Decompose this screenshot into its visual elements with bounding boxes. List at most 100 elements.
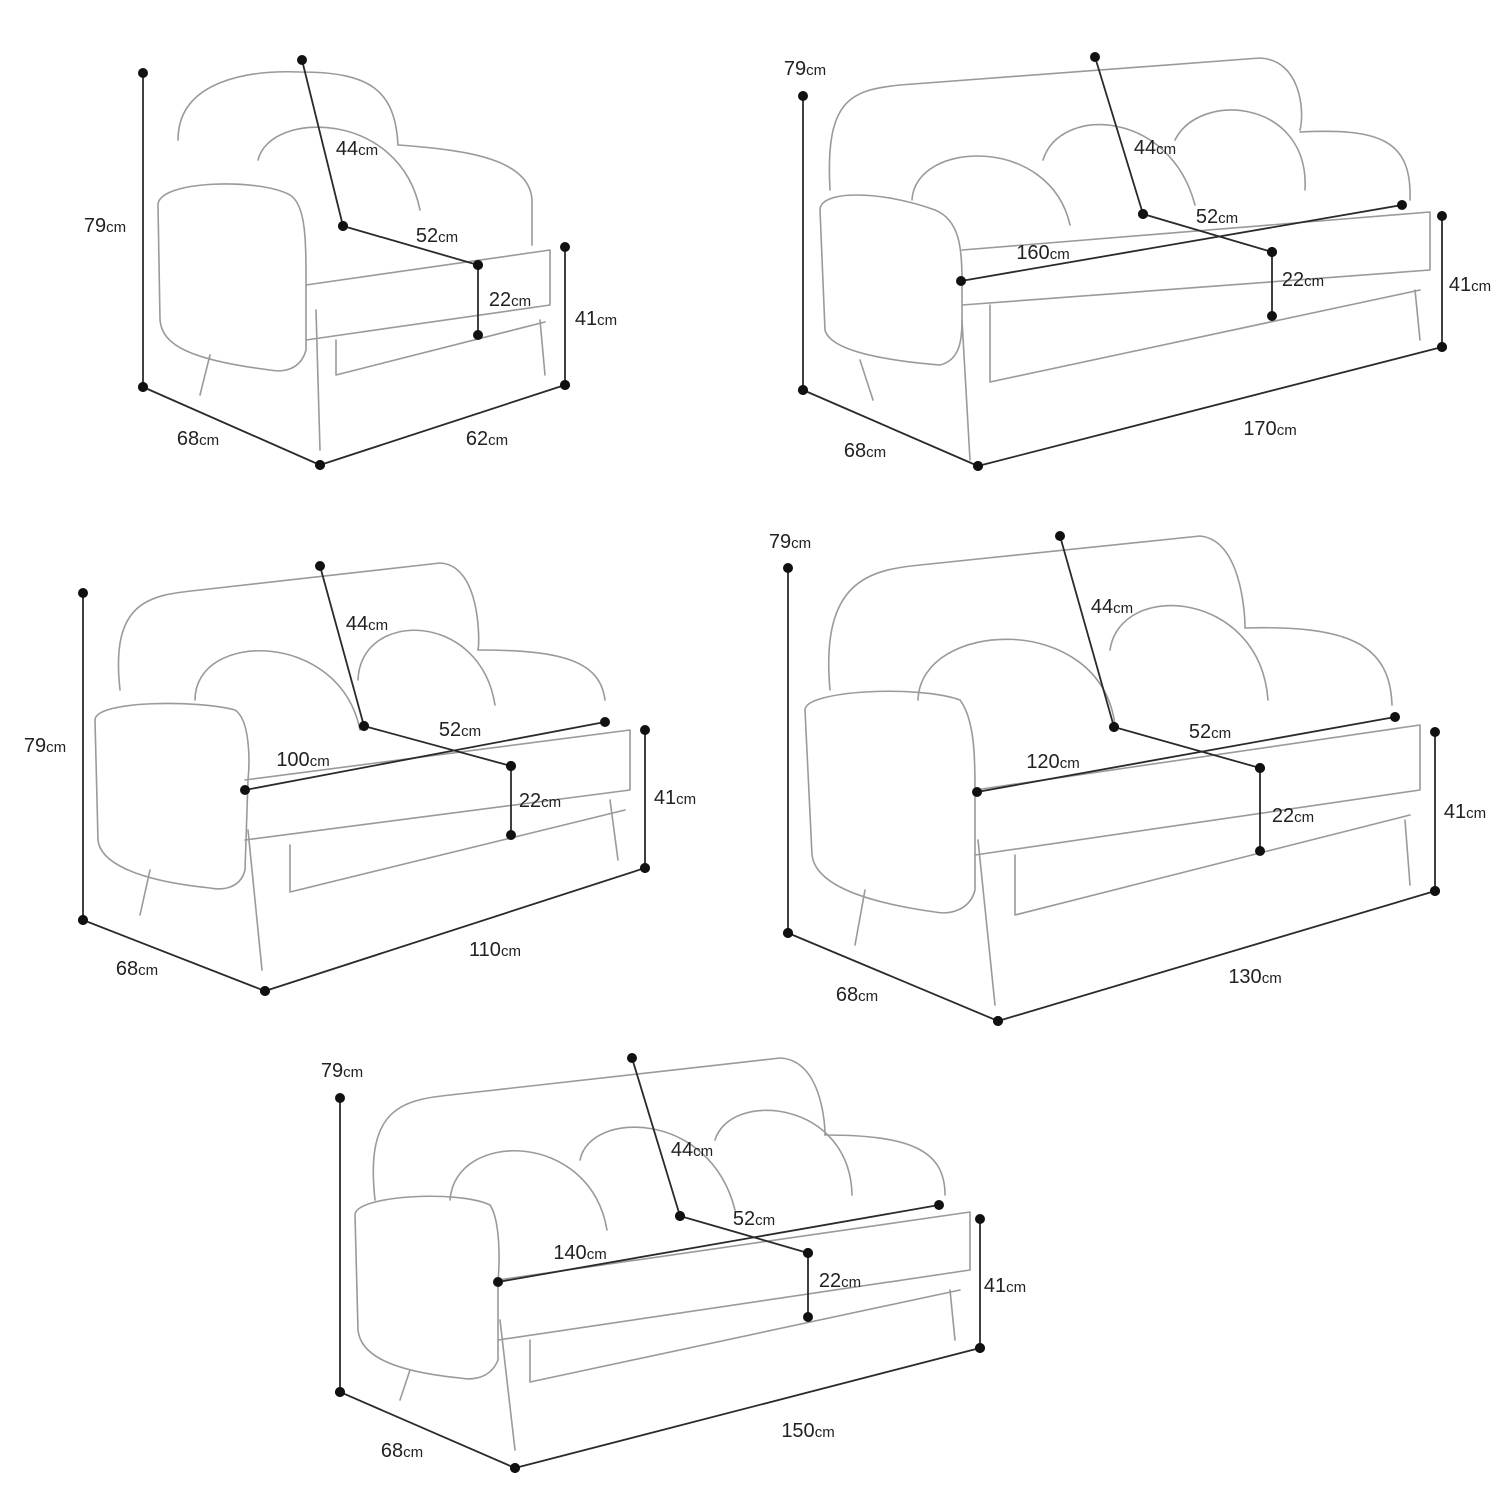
dimension-label: 68cm bbox=[836, 984, 878, 1006]
sofa-outline bbox=[315, 309, 321, 451]
dimension-label: 41cm bbox=[575, 308, 617, 330]
dimension-value: 44 bbox=[1091, 596, 1113, 618]
dimension-width: 170cm bbox=[973, 342, 1447, 471]
dimension-unit: cm bbox=[1211, 725, 1231, 742]
dimension-unit: cm bbox=[138, 962, 158, 979]
endpoint-dot bbox=[240, 785, 250, 795]
dimension-value: 41 bbox=[654, 787, 676, 809]
dimension-unit: cm bbox=[841, 1274, 861, 1291]
endpoint-dot bbox=[1267, 247, 1277, 257]
dimension-unit: cm bbox=[46, 739, 66, 756]
dimension-seat-depth: 52cm bbox=[1138, 206, 1277, 257]
dimension-value: 79 bbox=[769, 531, 791, 553]
dimension-depth: 68cm bbox=[783, 928, 1003, 1026]
sofa-outline bbox=[247, 829, 263, 971]
dimension-unit: cm bbox=[368, 617, 388, 634]
sofa-outline bbox=[305, 249, 551, 341]
dimension-value: 44 bbox=[671, 1139, 693, 1161]
dimension-label: 44cm bbox=[336, 138, 378, 160]
endpoint-dot bbox=[1430, 727, 1440, 737]
dimension-value: 79 bbox=[84, 215, 106, 237]
dimension-value: 22 bbox=[489, 289, 511, 311]
dimension-label: 100cm bbox=[276, 749, 329, 771]
dimension-value: 130 bbox=[1228, 966, 1261, 988]
dimension-unit: cm bbox=[791, 535, 811, 552]
dimension-value: 100 bbox=[276, 749, 309, 771]
sofa-outline bbox=[917, 638, 1116, 726]
sofa-outline bbox=[335, 321, 546, 376]
sofa-outline bbox=[827, 535, 1246, 691]
endpoint-dot bbox=[78, 915, 88, 925]
dimension-value: 22 bbox=[819, 1270, 841, 1292]
sofa-outline bbox=[289, 809, 626, 893]
dimension-line bbox=[339, 1391, 516, 1469]
sofa-outline bbox=[579, 1126, 736, 1211]
dimension-unit: cm bbox=[488, 432, 508, 449]
sofa-outline bbox=[1414, 289, 1421, 341]
dimension-label: 22cm bbox=[1282, 269, 1324, 291]
dimension-label: 79cm bbox=[84, 215, 126, 237]
dimension-label: 140cm bbox=[553, 1242, 606, 1264]
dimension-unit: cm bbox=[541, 794, 561, 811]
dimension-label: 79cm bbox=[784, 58, 826, 80]
dimension-label: 150cm bbox=[781, 1420, 834, 1442]
sofa-outline bbox=[828, 57, 1303, 191]
endpoint-dot bbox=[1090, 52, 1100, 62]
dimension-unit: cm bbox=[1050, 246, 1070, 263]
dimension-value: 68 bbox=[116, 958, 138, 980]
sofa-outline bbox=[609, 799, 619, 861]
dimension-line bbox=[264, 867, 646, 992]
dimension-value: 62 bbox=[466, 428, 488, 450]
dimension-value: 52 bbox=[1189, 721, 1211, 743]
endpoint-dot bbox=[260, 986, 270, 996]
endpoint-dot bbox=[973, 461, 983, 471]
dimension-label: 170cm bbox=[1243, 418, 1296, 440]
dimension-value: 44 bbox=[346, 613, 368, 635]
dimension-value: 41 bbox=[575, 308, 597, 330]
sofa-outline bbox=[714, 1109, 853, 1196]
dimension-label: 79cm bbox=[24, 735, 66, 757]
endpoint-dot bbox=[1055, 531, 1065, 541]
sofa-outline bbox=[357, 629, 496, 706]
sofa-outline bbox=[399, 1369, 411, 1401]
dimension-label: 44cm bbox=[671, 1139, 713, 1161]
dimension-unit: cm bbox=[461, 723, 481, 740]
endpoint-dot bbox=[1267, 311, 1277, 321]
dimension-seat-depth: 52cm bbox=[675, 1208, 813, 1258]
endpoint-dot bbox=[138, 382, 148, 392]
dimension-label: 52cm bbox=[733, 1208, 775, 1230]
dimension-line bbox=[363, 725, 512, 767]
dimension-unit: cm bbox=[1113, 600, 1133, 617]
dimension-unit: cm bbox=[358, 142, 378, 159]
dimension-cushion: 22cm bbox=[1267, 247, 1324, 321]
endpoint-dot bbox=[510, 1463, 520, 1473]
dimension-value: 41 bbox=[1449, 274, 1471, 296]
dimension-label: 130cm bbox=[1228, 966, 1281, 988]
dimension-value: 41 bbox=[1444, 801, 1466, 823]
dimension-value: 44 bbox=[336, 138, 358, 160]
dimension-unit: cm bbox=[755, 1212, 775, 1229]
dimension-label: 160cm bbox=[1016, 242, 1069, 264]
dimension-unit: cm bbox=[866, 444, 886, 461]
endpoint-dot bbox=[675, 1211, 685, 1221]
dimension-label: 41cm bbox=[1449, 274, 1491, 296]
sofa-outline bbox=[94, 702, 250, 890]
sofa-outline bbox=[1109, 605, 1269, 701]
sofa-outline bbox=[257, 126, 421, 211]
sofa-outline bbox=[397, 144, 533, 246]
dimension-line bbox=[1113, 726, 1261, 769]
dimension-line bbox=[1059, 535, 1115, 728]
dimension-line bbox=[319, 384, 566, 466]
dimension-line bbox=[631, 1057, 681, 1217]
dimension-unit: cm bbox=[676, 791, 696, 808]
sofa-outline bbox=[1244, 626, 1393, 706]
sofa-outline bbox=[497, 1211, 971, 1341]
dimension-line bbox=[976, 716, 1396, 793]
dimension-value: 41 bbox=[984, 1275, 1006, 1297]
sofa-outline bbox=[911, 155, 1071, 226]
dimension-unit: cm bbox=[587, 1246, 607, 1263]
endpoint-dot bbox=[1437, 211, 1447, 221]
